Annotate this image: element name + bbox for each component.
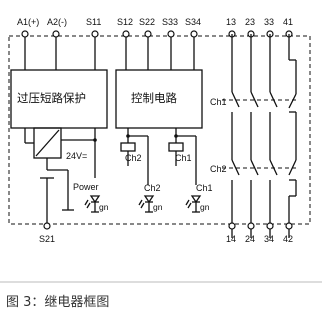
overvoltage-protection-label: 过压短路保护	[17, 91, 86, 105]
terminal-label-s11: S11	[86, 17, 101, 27]
terminal-s22	[144, 30, 152, 38]
power-led-color: gn	[99, 202, 109, 212]
terminal-label-34: 34	[264, 234, 274, 244]
terminal-label-s34: S34	[185, 17, 201, 27]
terminal-label-s22: S22	[139, 17, 155, 27]
relay-ch2-label: Ch2	[125, 153, 142, 163]
terminal-s21	[43, 222, 51, 230]
contact-wires	[231, 34, 297, 238]
terminal-label-13: 13	[226, 17, 236, 27]
terminal-14	[228, 222, 236, 230]
power-led-label: Power	[73, 182, 99, 192]
relay-ch1-label: Ch1	[175, 153, 192, 163]
terminal-label-a1: A1(+)	[17, 17, 39, 27]
terminal-label-41: 41	[283, 17, 293, 27]
terminal-s11	[91, 30, 99, 38]
bottom-terminals	[43, 222, 293, 230]
terminal-label-23: 23	[245, 17, 255, 27]
ch2-led-color: gn	[153, 202, 163, 212]
terminal-label-24: 24	[245, 234, 255, 244]
relay-coil-ch1	[168, 142, 184, 152]
converter-diagonal	[35, 129, 60, 157]
relay-coil-ch2	[120, 142, 136, 152]
ch2-contacts-label: Ch2	[210, 164, 227, 174]
terminal-34	[266, 222, 274, 230]
terminal-label-42: 42	[283, 234, 293, 244]
terminal-label-33: 33	[264, 17, 274, 27]
terminal-label-s21: S21	[39, 234, 55, 244]
terminal-a1	[21, 30, 29, 38]
terminal-label-s12: S12	[117, 17, 133, 27]
terminal-s34	[190, 30, 198, 38]
ch1-led-color: gn	[200, 202, 210, 212]
top-terminals	[21, 30, 293, 38]
control-circuit-label: 控制电路	[131, 91, 177, 105]
terminal-24	[247, 222, 255, 230]
supply-voltage-label: 24V=	[66, 151, 87, 161]
ch1-led-icon	[185, 195, 202, 213]
figure-caption: 图 3：继电器框图	[6, 295, 110, 310]
terminal-label-a2: A2(-)	[47, 17, 67, 27]
terminal-42	[285, 222, 293, 230]
control-circuit-block	[115, 69, 203, 129]
terminal-s33	[167, 30, 175, 38]
led-ch1-label: Ch1	[196, 183, 213, 193]
led-ch2-label: Ch2	[144, 183, 161, 193]
ch2-led-icon	[138, 195, 155, 213]
terminal-a2	[52, 30, 60, 38]
device-housing	[8, 35, 311, 225]
ch1-contacts-label: Ch1	[210, 97, 227, 107]
terminal-label-14: 14	[226, 234, 236, 244]
power-led-icon	[84, 195, 101, 213]
terminal-s12	[122, 30, 130, 38]
top-terminal-stubs	[24, 34, 195, 70]
terminal-label-s33: S33	[162, 17, 178, 27]
